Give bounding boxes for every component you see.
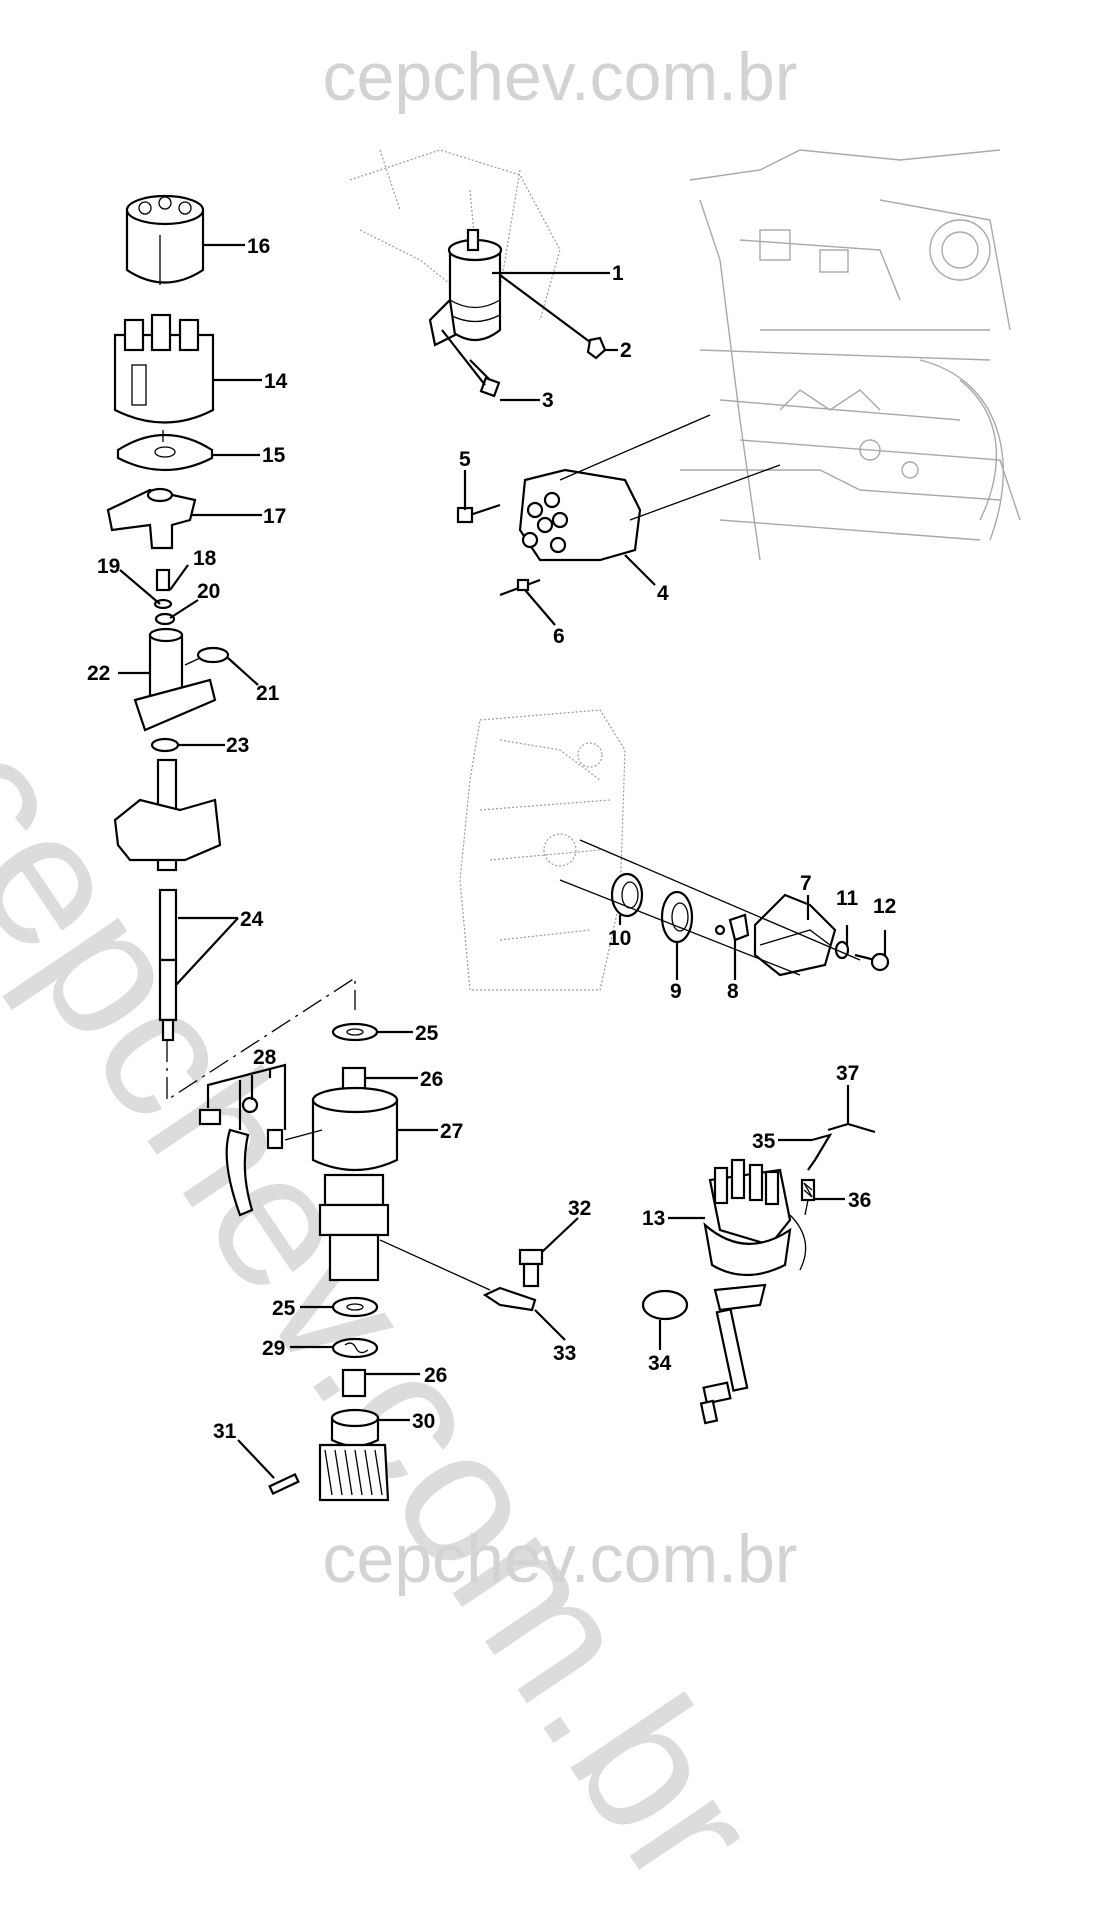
part-washer-23 (150, 737, 180, 753)
part-housing-27 (311, 1086, 399, 1282)
part-coil-bolt (469, 359, 501, 398)
part-distributor-cap-14 (113, 313, 215, 424)
engine-background-top (349, 149, 1021, 561)
watermark-top: cepchev.com.br (322, 39, 798, 115)
callout-29: 29 (262, 1337, 285, 1360)
callout-31: 31 (213, 1420, 237, 1443)
callout-15: 15 (262, 444, 286, 467)
part-seal-9 (660, 890, 694, 944)
part-screw-18 (155, 568, 171, 592)
callout-13: 13 (642, 1207, 665, 1230)
part-ring-10 (610, 872, 644, 918)
part-ignition-coil (428, 228, 503, 347)
part-pin-31 (268, 1472, 300, 1496)
part-stud-6 (499, 578, 541, 597)
callout-25-upper: 25 (415, 1022, 439, 1045)
callout-30: 30 (412, 1410, 435, 1433)
part-cap-cover-16 (125, 194, 205, 285)
callout-6: 6 (553, 625, 565, 648)
callout-34: 34 (648, 1352, 672, 1375)
callout-20: 20 (197, 580, 220, 603)
callout-2: 2 (620, 339, 632, 362)
callout-4: 4 (657, 582, 669, 605)
callout-28: 28 (253, 1046, 277, 1069)
callout-27: 27 (440, 1120, 463, 1143)
callout-7: 7 (800, 872, 812, 895)
part-o-ring-34 (641, 1289, 689, 1321)
part-collar-30 (330, 1408, 380, 1448)
part-clamp-33 (482, 1286, 537, 1312)
watermark-bottom: cepchev.com.br (322, 1521, 798, 1597)
part-shield-15 (116, 434, 214, 472)
callout-9: 9 (670, 980, 682, 1003)
part-distributor-assembly-13 (699, 1158, 807, 1425)
part-shaft-24 (113, 758, 222, 1042)
part-rotor-8 (714, 913, 750, 942)
part-washer-25-upper (331, 1022, 379, 1042)
part-distributor-top (518, 414, 781, 562)
callout-17: 17 (263, 505, 286, 528)
part-filter-36 (800, 1178, 816, 1216)
callout-14: 14 (264, 370, 288, 393)
callout-22: 22 (87, 662, 110, 685)
callout-19: 19 (97, 555, 120, 578)
callout-8: 8 (727, 980, 739, 1003)
part-bolt-12 (854, 952, 890, 972)
part-hose-35 (807, 1133, 833, 1171)
part-distributor-cap-7 (753, 893, 837, 977)
part-clip-28 (198, 1096, 284, 1217)
callout-10: 10 (608, 927, 631, 950)
part-washer-25-lower (331, 1296, 379, 1318)
callout-24: 24 (240, 908, 264, 931)
callout-12: 12 (873, 895, 896, 918)
callout-25-lower: 25 (272, 1297, 296, 1320)
callout-23: 23 (226, 734, 249, 757)
callout-35: 35 (752, 1130, 776, 1153)
part-bushing-26-lower (341, 1368, 367, 1398)
callout-26-upper: 26 (420, 1068, 443, 1091)
part-housing-22 (133, 627, 217, 732)
callout-36: 36 (848, 1189, 871, 1212)
part-ring-21 (196, 646, 230, 664)
part-coil-nut (586, 336, 607, 360)
callout-21: 21 (256, 682, 280, 705)
part-gear (318, 1443, 390, 1502)
part-bolt-32 (518, 1248, 544, 1288)
callout-labels: 1 2 3 4 5 6 7 8 9 10 11 12 13 14 15 16 1… (87, 235, 896, 1443)
part-clip-29 (331, 1337, 379, 1359)
callout-3: 3 (542, 389, 554, 412)
parts-diagram: 1 2 3 4 5 6 7 8 9 10 11 12 13 14 15 16 1… (87, 149, 1021, 1502)
part-rotor-17 (106, 487, 197, 550)
engine-background-middle (459, 709, 626, 991)
callout-26-lower: 26 (424, 1364, 447, 1387)
part-washer-20 (154, 612, 176, 626)
callout-18: 18 (193, 547, 217, 570)
callout-1: 1 (612, 262, 624, 285)
callout-16: 16 (247, 235, 270, 258)
part-hose-37 (827, 1122, 876, 1134)
callout-11: 11 (836, 887, 859, 910)
callout-37: 37 (836, 1062, 859, 1085)
callout-33: 33 (553, 1342, 576, 1365)
callout-32: 32 (568, 1197, 591, 1220)
callout-5: 5 (459, 448, 471, 471)
